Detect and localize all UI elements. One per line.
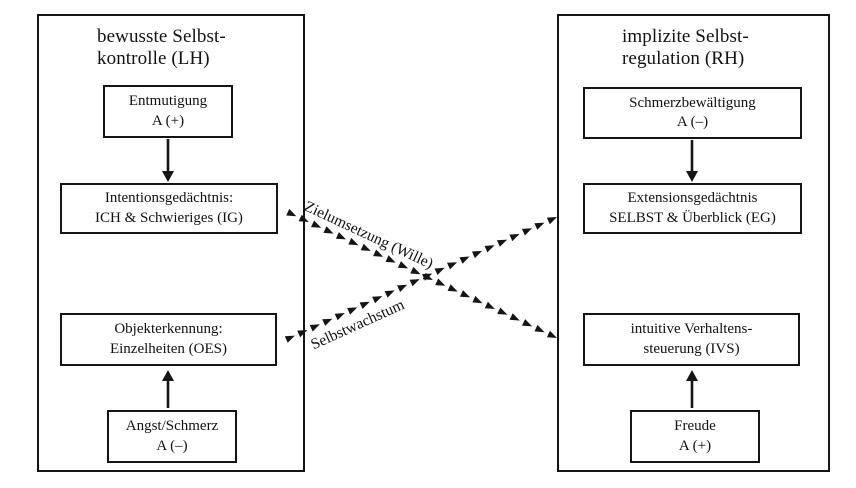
box-intuitive-behavior-control-line2: steuerung (IVS) — [643, 340, 740, 357]
box-intuitive-behavior-control-line1: intuitive Verhaltens- — [630, 321, 753, 337]
box-angst-schmerz: Angst/Schmerz A (–) — [107, 410, 237, 463]
box-object-recognition: Objekterkennung: Einzelheiten (OES) — [60, 313, 277, 366]
dashed-arrow-selbstwachstum-head — [322, 318, 333, 326]
panel-implicit-self-regulation — [557, 14, 830, 472]
box-intention-memory-line1: Intentionsgedächtnis: — [104, 190, 234, 206]
dashed-arrow-zielumsetzung-head — [460, 290, 471, 298]
dashed-arrow-selbstwachstum-head — [309, 324, 320, 332]
dashed-arrow-selbstwachstum-head — [447, 262, 458, 270]
dashed-arrow-selbstwachstum-head — [496, 239, 508, 247]
label-zielumsetzung: Zielumsetzung (Wille) — [301, 197, 436, 273]
dashed-arrow-selbstwachstum-head — [546, 217, 557, 225]
box-entmutigung-line1: Entmutigung — [128, 93, 208, 109]
box-angst-schmerz-line2: A (–) — [156, 437, 188, 454]
dashed-arrow-zielumsetzung-head — [472, 295, 483, 304]
dashed-arrow-selbstwachstum-head — [384, 290, 395, 298]
box-intuitive-behavior-control: intuitive Verhaltens- steuerung (IVS) — [583, 313, 800, 366]
dashed-arrow-selbstwachstum-head — [484, 245, 495, 253]
box-schmerzbewaeltigung-line2: A (–) — [676, 114, 709, 130]
box-intention-memory: Intentionsgedächtnis: ICH & Schwieriges … — [60, 183, 278, 234]
dashed-arrow-selbstwachstum-head — [509, 233, 520, 242]
dashed-arrow-zielumsetzung-head — [497, 307, 508, 315]
box-entmutigung: Entmutigung A (+) — [103, 85, 233, 138]
box-freude-line2: A (+) — [678, 437, 712, 454]
dashed-arrow-selbstwachstum-head — [334, 313, 345, 321]
box-freude: Freude A (+) — [630, 410, 760, 463]
dashed-arrow-zielumsetzung-head — [484, 301, 495, 309]
dashed-arrow-zielumsetzung-head — [435, 278, 446, 286]
dashed-arrow-selbstwachstum-head — [347, 307, 358, 315]
dashed-arrow-selbstwachstum-head — [397, 284, 408, 292]
panel-conscious-self-control — [37, 14, 305, 472]
box-schmerzbewaeltigung-line1: Schmerzbewältigung — [629, 94, 756, 111]
box-intention-memory-line2: ICH & Schwieriges (IG) — [95, 209, 243, 226]
dashed-arrow-selbstwachstum-head — [521, 228, 532, 236]
dashed-arrow-zielumsetzung-head — [534, 324, 545, 333]
dashed-arrow-zielumsetzung-head — [447, 284, 458, 292]
dashed-arrow-selbstwachstum-head — [359, 301, 370, 309]
box-extension-memory-line2: SELBST & Überblick (EG) — [609, 209, 776, 226]
box-object-recognition-line1: Objekterkennung: — [114, 321, 223, 337]
box-entmutigung-line2: A (+) — [151, 112, 185, 129]
box-extension-memory-line1: Extensionsgedächtnis — [627, 190, 758, 206]
box-schmerzbewaeltigung: Schmerzbewältigung A (–) — [583, 87, 802, 139]
box-angst-schmerz-line1: Angst/Schmerz — [125, 418, 219, 434]
box-extension-memory: Extensionsgedächtnis SELBST & Überblick … — [583, 183, 802, 234]
left-panel-title: bewusste Selbst- kontrolle (LH) — [97, 26, 226, 69]
box-freude-line1: Freude — [674, 418, 716, 434]
right-panel-title: implizite Selbst- regulation (RH) — [622, 26, 749, 69]
dashed-arrow-selbstwachstum-head — [472, 250, 483, 259]
dashed-arrow-selbstwachstum-head — [422, 273, 433, 281]
dashed-arrow-zielumsetzung-head — [522, 319, 533, 327]
dashed-arrow-selbstwachstum-head — [534, 222, 545, 230]
dashed-arrow-zielumsetzung-head — [546, 330, 557, 338]
box-object-recognition-line2: Einzelheiten (OES) — [109, 340, 228, 357]
dashed-arrow-selbstwachstum-head — [434, 267, 445, 275]
dashed-arrow-zielumsetzung-head — [422, 272, 433, 280]
dashed-arrow-selbstwachstum-head — [409, 279, 420, 287]
dashed-arrow-zielumsetzung-head — [509, 313, 520, 321]
dashed-arrow-selbstwachstum-head — [459, 256, 470, 264]
dashed-arrow-selbstwachstum-head — [372, 296, 383, 304]
label-selbstwachstum: Selbstwachstum — [308, 296, 408, 354]
